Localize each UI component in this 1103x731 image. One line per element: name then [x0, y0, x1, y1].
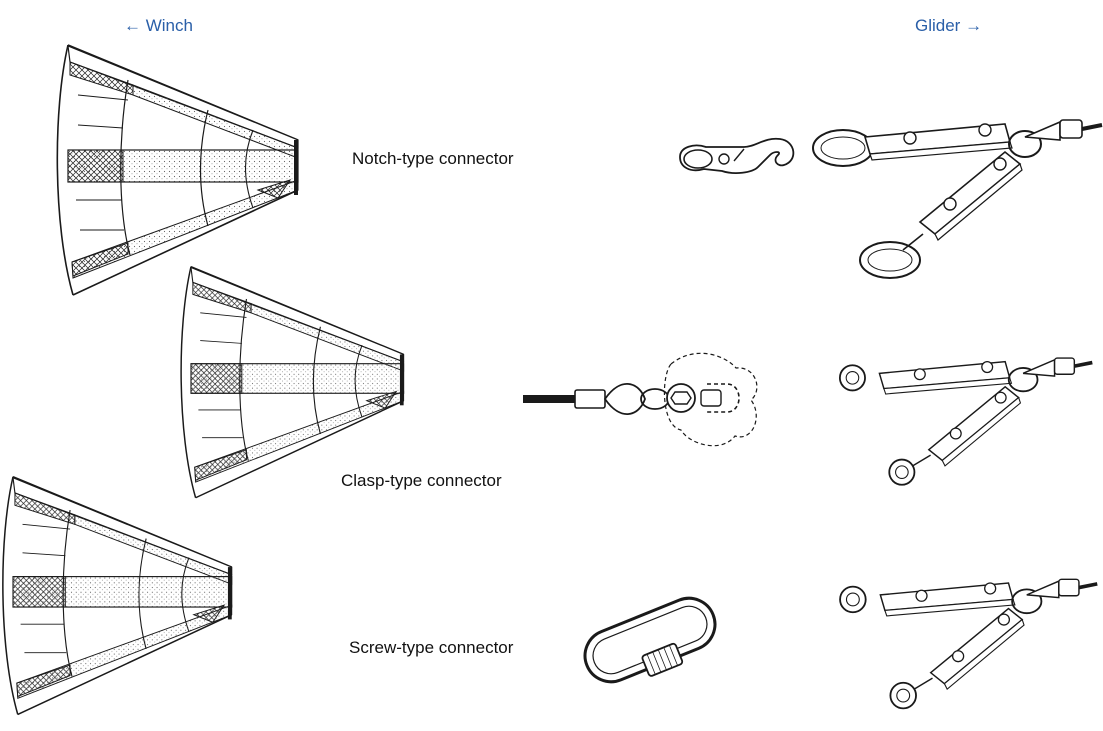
y-bridle-icon — [812, 118, 1103, 279]
y-bridle-icon — [838, 356, 1095, 486]
screw-connector-caption: Screw-type connector — [349, 638, 514, 657]
winch-direction-label: ← Winch — [124, 16, 193, 35]
glider-direction-label: Glider → — [915, 16, 983, 35]
parachute-cone-icon — [2, 475, 233, 716]
notch-connector-caption: Notch-type connector — [352, 149, 514, 168]
clasp-connector-icon — [523, 352, 758, 447]
notch-hook-icon — [679, 137, 795, 174]
y-bridle-icon — [839, 577, 1100, 710]
parachute-cone-icon — [180, 265, 405, 499]
screw-link-icon — [583, 596, 717, 684]
clasp-connector-caption: Clasp-type connector — [341, 471, 502, 490]
